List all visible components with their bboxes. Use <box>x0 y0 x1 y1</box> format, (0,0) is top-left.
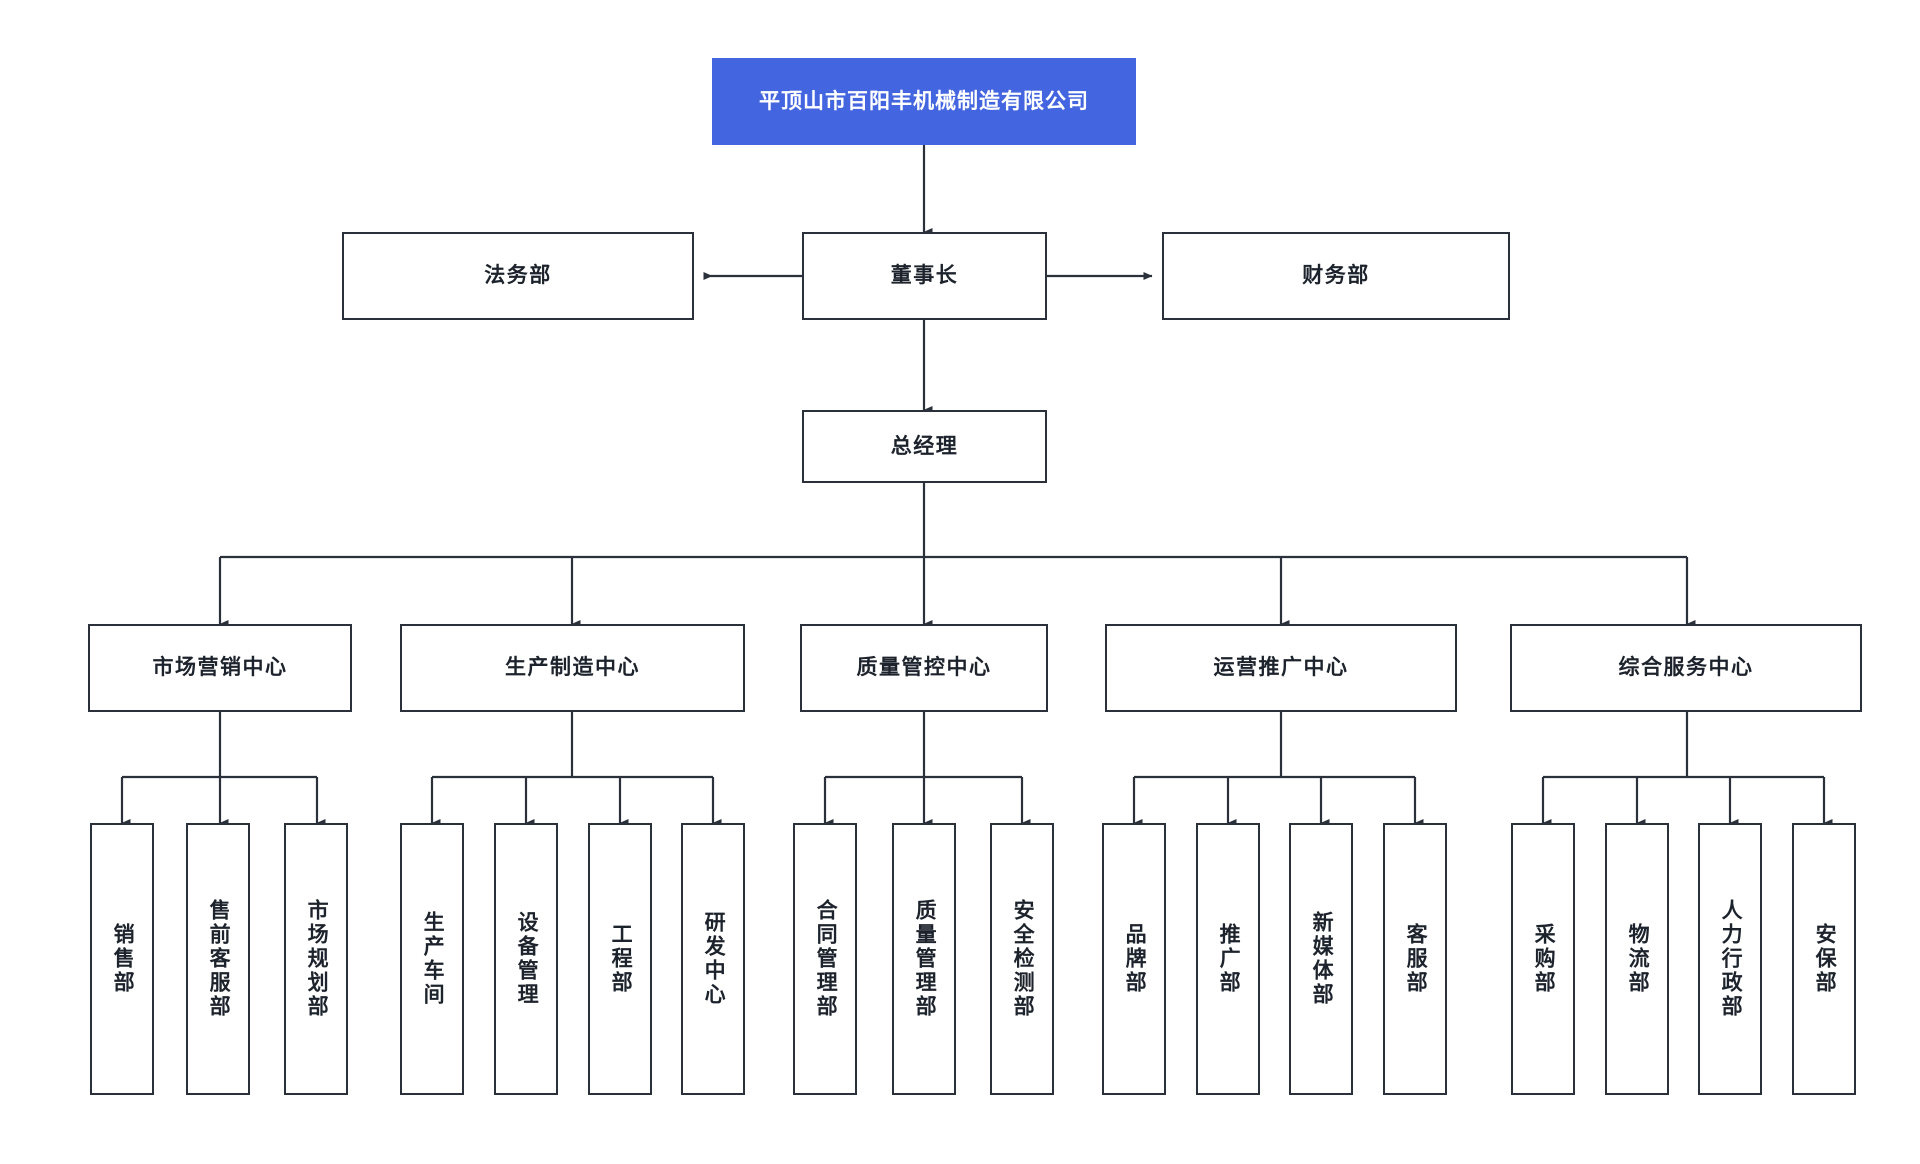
node-dept-procurement[interactable]: 采购部 <box>1511 823 1575 1095</box>
node-center-operations[interactable]: 运营推广中心 <box>1105 624 1457 712</box>
node-general-manager[interactable]: 总经理 <box>802 410 1047 483</box>
node-center-marketing[interactable]: 市场营销中心 <box>88 624 352 712</box>
node-dept-hr-administration-label: 人力行政部 <box>1719 899 1743 1019</box>
node-dept-new-media-label: 新媒体部 <box>1310 911 1334 1007</box>
node-dept-engineering-label: 工程部 <box>609 923 633 995</box>
node-dept-contract-management-label: 合同管理部 <box>814 899 838 1019</box>
node-dept-new-media[interactable]: 新媒体部 <box>1289 823 1353 1095</box>
node-center-manufacturing-label: 生产制造中心 <box>505 656 640 680</box>
node-company-root[interactable]: 平顶山市百阳丰机械制造有限公司 <box>712 58 1136 145</box>
node-chairman[interactable]: 董事长 <box>802 232 1047 320</box>
node-dept-security-label: 安保部 <box>1813 923 1837 995</box>
node-legal-department[interactable]: 法务部 <box>342 232 694 320</box>
node-dept-sales-label: 销售部 <box>111 923 135 995</box>
node-dept-promotion-label: 推广部 <box>1217 923 1241 995</box>
node-dept-contract-management[interactable]: 合同管理部 <box>793 823 857 1095</box>
node-dept-promotion[interactable]: 推广部 <box>1196 823 1260 1095</box>
node-center-services-label: 综合服务中心 <box>1618 656 1754 680</box>
node-dept-production-workshop-label: 生产车间 <box>421 911 445 1007</box>
node-dept-presales-service-label: 售前客服部 <box>207 899 231 1019</box>
node-dept-logistics[interactable]: 物流部 <box>1605 823 1669 1095</box>
node-dept-brand-label: 品牌部 <box>1123 923 1147 995</box>
node-dept-equipment-management[interactable]: 设备管理 <box>494 823 558 1095</box>
node-finance-department-label: 财务部 <box>1302 264 1370 288</box>
node-center-manufacturing[interactable]: 生产制造中心 <box>400 624 745 712</box>
node-center-quality[interactable]: 质量管控中心 <box>800 624 1048 712</box>
node-dept-security[interactable]: 安保部 <box>1792 823 1856 1095</box>
node-dept-procurement-label: 采购部 <box>1532 923 1556 995</box>
node-dept-customer-service[interactable]: 客服部 <box>1383 823 1447 1095</box>
node-center-marketing-label: 市场营销中心 <box>152 656 288 680</box>
node-dept-presales-service[interactable]: 售前客服部 <box>186 823 250 1095</box>
node-center-operations-label: 运营推广中心 <box>1213 656 1349 680</box>
node-dept-engineering[interactable]: 工程部 <box>588 823 652 1095</box>
node-dept-hr-administration[interactable]: 人力行政部 <box>1698 823 1762 1095</box>
node-dept-quality-management[interactable]: 质量管理部 <box>892 823 956 1095</box>
node-center-quality-label: 质量管控中心 <box>856 656 992 680</box>
node-dept-customer-service-label: 客服部 <box>1404 923 1428 995</box>
node-company-root-label: 平顶山市百阳丰机械制造有限公司 <box>759 89 1089 113</box>
node-dept-brand[interactable]: 品牌部 <box>1102 823 1166 1095</box>
node-chairman-label: 董事长 <box>890 264 959 288</box>
node-dept-rnd-center-label: 研发中心 <box>702 911 726 1007</box>
node-dept-market-planning-label: 市场规划部 <box>305 899 329 1019</box>
node-dept-sales[interactable]: 销售部 <box>90 823 154 1095</box>
node-general-manager-label: 总经理 <box>890 434 959 458</box>
node-dept-production-workshop[interactable]: 生产车间 <box>400 823 464 1095</box>
node-center-services[interactable]: 综合服务中心 <box>1510 624 1862 712</box>
node-legal-department-label: 法务部 <box>484 264 552 288</box>
node-finance-department[interactable]: 财务部 <box>1162 232 1510 320</box>
node-dept-market-planning[interactable]: 市场规划部 <box>284 823 348 1095</box>
node-dept-equipment-management-label: 设备管理 <box>515 911 539 1007</box>
node-dept-safety-inspection-label: 安全检测部 <box>1011 899 1035 1019</box>
node-dept-quality-management-label: 质量管理部 <box>913 899 937 1019</box>
node-dept-safety-inspection[interactable]: 安全检测部 <box>990 823 1054 1095</box>
node-dept-rnd-center[interactable]: 研发中心 <box>681 823 745 1095</box>
node-dept-logistics-label: 物流部 <box>1626 923 1650 995</box>
